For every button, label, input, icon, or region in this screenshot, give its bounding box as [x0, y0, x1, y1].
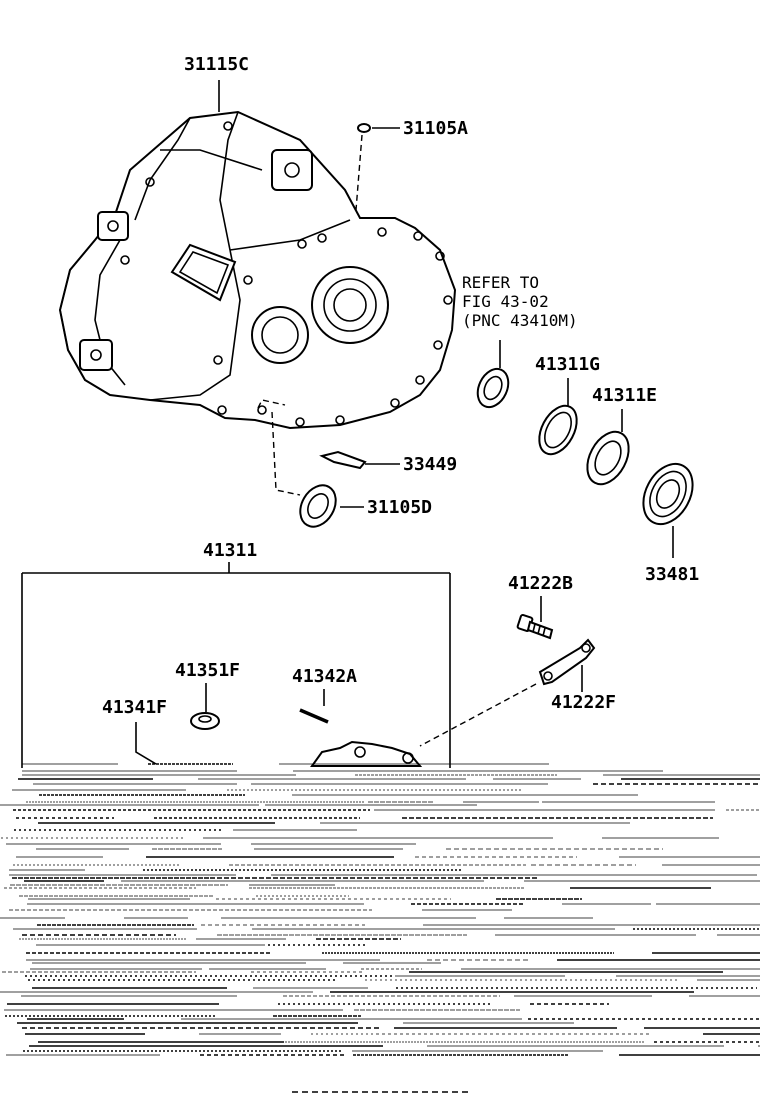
- reference-note-line1: REFER TO: [462, 273, 539, 292]
- plug-31105a-drawing: [355, 123, 400, 211]
- label-41341f: 41341F: [102, 697, 167, 718]
- retainer-41222f-drawing: [419, 638, 596, 747]
- scan-noise-region: [0, 763, 760, 1056]
- reference-note-line2: FIG 43-02: [462, 292, 549, 311]
- label-41311e: 41311E: [592, 385, 657, 406]
- label-41222f: 41222F: [551, 692, 616, 713]
- pin-41342a-drawing: [299, 708, 329, 724]
- bolt-41222b-drawing: [516, 614, 554, 640]
- washer-41311g-drawing: [538, 404, 578, 456]
- label-33449: 33449: [403, 454, 457, 475]
- reference-note-line3: (PNC 43410M): [462, 311, 578, 330]
- plate-33449-drawing: [319, 450, 400, 470]
- label-41222b: 41222B: [508, 573, 573, 594]
- oil-seal-drawing: [476, 340, 510, 409]
- seal-31105d-drawing: [257, 399, 364, 528]
- label-31115c: 31115C: [184, 54, 249, 75]
- label-41342a: 41342A: [292, 666, 357, 687]
- label-41311g: 41311G: [535, 354, 600, 375]
- label-41351f: 41351F: [175, 660, 240, 681]
- bearing-race-41311e-drawing: [586, 430, 630, 486]
- label-33481: 33481: [645, 564, 699, 585]
- differential-case-partial-drawing: [310, 740, 423, 767]
- label-31105a: 31105A: [403, 118, 468, 139]
- washer-41351f-drawing: [190, 712, 220, 730]
- seal-33481-drawing: [642, 462, 694, 558]
- label-41311: 41311: [203, 540, 257, 561]
- transaxle-housing-drawing: [58, 110, 457, 430]
- label-31105d: 31105D: [367, 497, 432, 518]
